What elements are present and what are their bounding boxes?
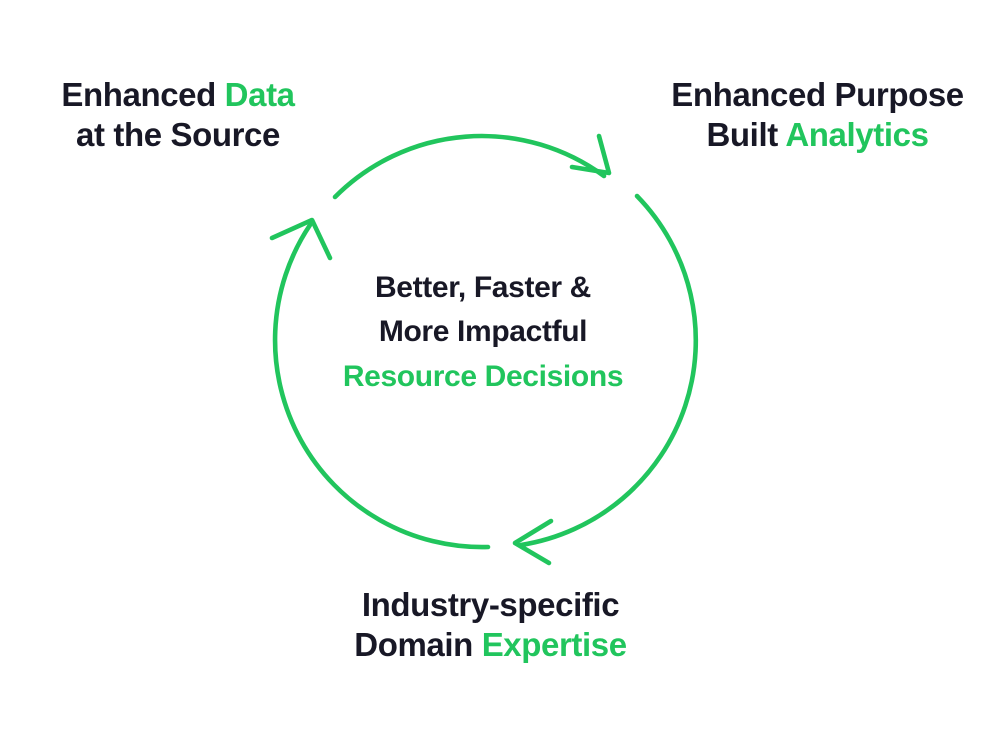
node-label-domain-expertise-line1: Industry-specific xyxy=(318,585,663,625)
text-plain: Enhanced Purpose xyxy=(671,76,964,113)
text-plain: at the Source xyxy=(76,115,280,153)
text-plain: Domain xyxy=(354,625,482,663)
arrow-top-arc xyxy=(332,133,607,200)
node-label-enhanced-data-line1: Enhanced Data xyxy=(28,75,328,115)
text-highlight: Expertise xyxy=(481,625,627,663)
arrow-right-head xyxy=(512,518,554,566)
node-label-enhanced-analytics: Enhanced Purpose Built Analytics xyxy=(655,75,980,154)
text-highlight: Analytics xyxy=(785,115,929,153)
node-label-enhanced-analytics-line1: Enhanced Purpose xyxy=(655,75,980,115)
center-label-line1: Better, Faster & xyxy=(375,271,591,304)
arrow-top-head xyxy=(569,133,612,176)
node-label-enhanced-data-line2: at the Source xyxy=(28,115,328,155)
node-label-enhanced-data: Enhanced Data at the Source xyxy=(28,75,328,154)
center-label-resource-decisions: Better, Faster & More Impactful Resource… xyxy=(283,266,683,399)
center-label-line3: Resource Decisions xyxy=(342,359,624,393)
arrow-top-left-to-top-right xyxy=(332,133,612,200)
arrow-left-arc xyxy=(272,222,491,550)
node-label-domain-expertise: Industry-specific Domain Expertise xyxy=(318,585,663,664)
node-label-enhanced-analytics-line2: Built Analytics xyxy=(655,115,980,155)
text-plain: Industry-specific xyxy=(361,586,620,623)
arrow-left-head xyxy=(269,217,333,261)
arrow-bottom-left-up xyxy=(269,217,491,550)
arrow-right-down xyxy=(512,193,699,566)
arrow-right-arc xyxy=(518,193,699,548)
text-highlight: Data xyxy=(224,76,295,113)
text-plain: Enhanced xyxy=(61,76,225,113)
node-label-domain-expertise-line2: Domain Expertise xyxy=(318,625,663,665)
text-plain: Built xyxy=(706,115,786,153)
center-label-line2: More Impactful xyxy=(378,315,588,349)
